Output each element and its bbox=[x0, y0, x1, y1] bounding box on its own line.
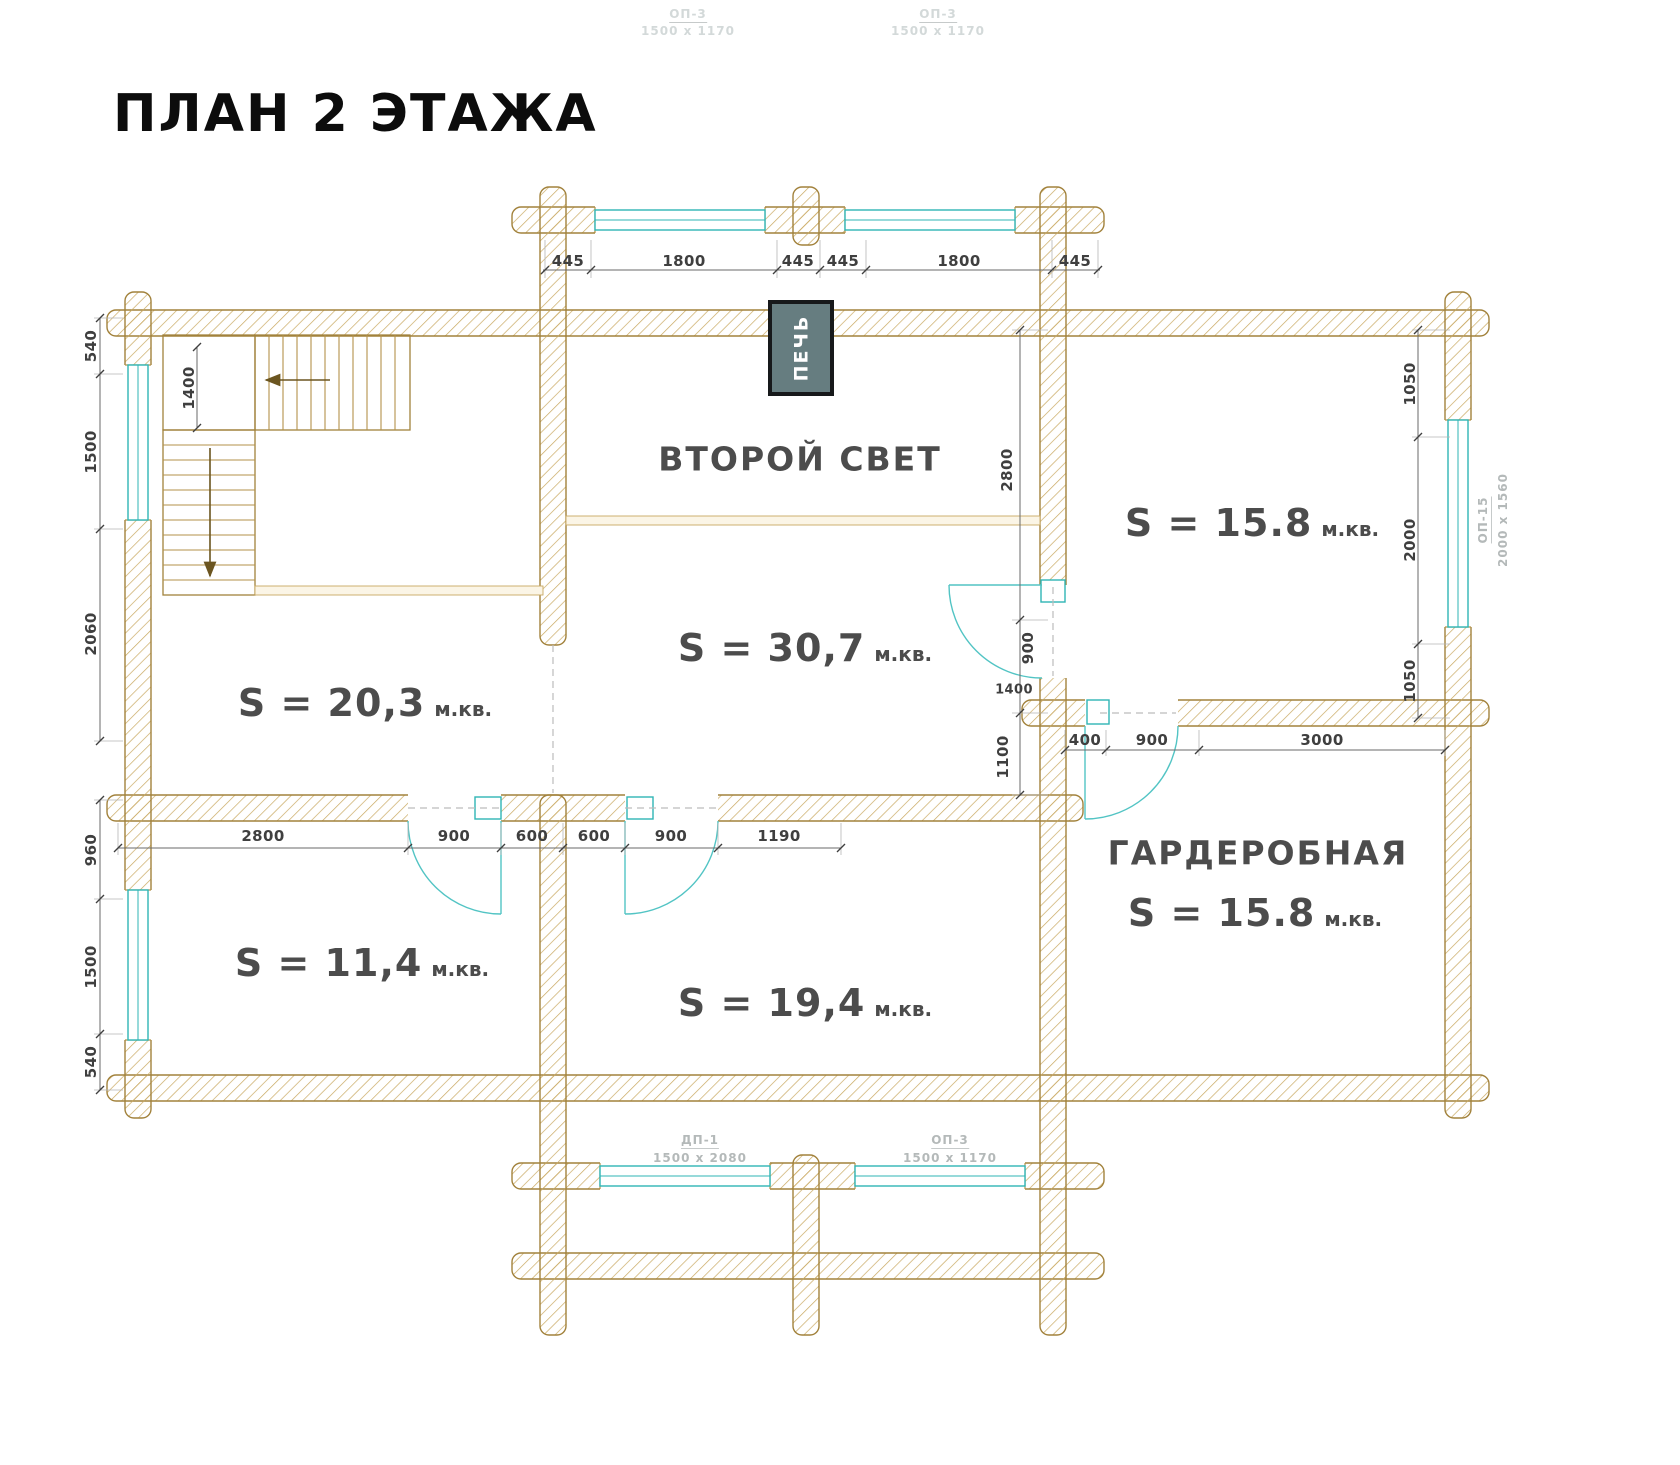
area-label-bottom-left-room: S = 11,4 м.кв. bbox=[235, 941, 489, 985]
floor-edges-group bbox=[254, 515, 1041, 596]
dim-label: 540 bbox=[82, 1045, 100, 1079]
area-value: S = 30,7 bbox=[677, 626, 866, 670]
window-tag-name: ОП-3 bbox=[919, 7, 957, 23]
dim-label: 900 bbox=[1019, 631, 1037, 665]
dim-label: 445 bbox=[781, 252, 815, 270]
dim-label: 445 bbox=[551, 252, 585, 270]
dim-label: 900 bbox=[437, 827, 471, 845]
dim-label: 1400 bbox=[995, 682, 1033, 698]
wall-segment bbox=[106, 794, 1084, 822]
dim-label: 900 bbox=[654, 827, 688, 845]
wall-segment bbox=[792, 186, 820, 246]
area-value: S = 15.8 bbox=[1124, 501, 1313, 545]
dim-label: 1050 bbox=[1401, 659, 1419, 703]
area-label-second-light: S = 30,7 м.кв. bbox=[678, 626, 932, 670]
window-tag-size: 2000 х 1560 bbox=[1496, 473, 1510, 567]
area-value: S = 19,4 bbox=[677, 981, 866, 1025]
window-tag-name: ОП-3 bbox=[931, 1133, 969, 1149]
dim-label: 2000 bbox=[1401, 518, 1419, 562]
stairs-group bbox=[162, 334, 411, 596]
area-label-top-right-room: S = 15.8 м.кв. bbox=[1125, 501, 1379, 545]
window-tag-size: 1500 х 1170 bbox=[641, 24, 735, 38]
door-panel bbox=[1086, 699, 1110, 725]
door-arc bbox=[1084, 725, 1179, 820]
window-tag-name: ОП-3 bbox=[669, 7, 707, 23]
page-title: ПЛАН 2 ЭТАЖА bbox=[113, 84, 598, 144]
window-tag-size: 1500 х 2080 bbox=[653, 1151, 747, 1165]
wall-segment bbox=[539, 794, 567, 1336]
door-arc bbox=[948, 584, 1043, 679]
dim-label: 445 bbox=[826, 252, 860, 270]
area-unit: м.кв. bbox=[1321, 517, 1380, 541]
dim-label: 1800 bbox=[937, 252, 981, 270]
area-label-left-room: S = 20,3 м.кв. bbox=[238, 681, 492, 725]
dashed-lines-group bbox=[408, 587, 1176, 809]
doors-group bbox=[407, 579, 1179, 915]
area-unit: м.кв. bbox=[431, 957, 490, 981]
area-unit: м.кв. bbox=[1324, 907, 1383, 931]
dim-label: 1400 bbox=[180, 366, 198, 410]
door-arc bbox=[407, 820, 502, 915]
dim-label: 445 bbox=[1058, 252, 1092, 270]
window-tag-size: 1500 х 1170 bbox=[891, 24, 985, 38]
wall-segment bbox=[106, 1074, 1490, 1102]
area-unit: м.кв. bbox=[874, 997, 933, 1021]
dim-label: 1500 bbox=[82, 945, 100, 989]
dim-label: 2800 bbox=[998, 448, 1016, 492]
wall-segment bbox=[1039, 186, 1067, 1336]
window-tag-name: ДП-1 bbox=[680, 1133, 720, 1149]
window-tag-size: 1500 х 1170 bbox=[903, 1151, 997, 1165]
dim-label: 960 bbox=[82, 833, 100, 867]
door-arc bbox=[624, 820, 719, 915]
area-label-bottom-center-room: S = 19,4 м.кв. bbox=[678, 981, 932, 1025]
dim-label: 600 bbox=[515, 827, 549, 845]
dim-label: 1100 bbox=[994, 735, 1012, 779]
room-label-second-light: ВТОРОЙ СВЕТ bbox=[658, 439, 942, 479]
area-value: S = 20,3 bbox=[237, 681, 426, 725]
window-tag-name: ОП-15 bbox=[1476, 496, 1492, 544]
dim-label: 540 bbox=[82, 329, 100, 363]
dim-label: 900 bbox=[1135, 731, 1169, 749]
dim-label: 400 bbox=[1068, 731, 1102, 749]
area-label-wardrobe: S = 15.8 м.кв. bbox=[1128, 891, 1382, 935]
dim-label: 2060 bbox=[82, 612, 100, 656]
dim-label: 1050 bbox=[1401, 362, 1419, 406]
area-value: S = 11,4 bbox=[234, 941, 423, 985]
dim-label: 3000 bbox=[1300, 731, 1344, 749]
windows-group bbox=[127, 209, 1469, 1187]
dim-label: 2800 bbox=[241, 827, 285, 845]
room-label-wardrobe: ГАРДЕРОБНАЯ bbox=[1107, 833, 1409, 873]
dim-label: 1500 bbox=[82, 430, 100, 474]
dimension-lines-group bbox=[94, 240, 1450, 1095]
dim-label: 600 bbox=[577, 827, 611, 845]
area-unit: м.кв. bbox=[434, 697, 493, 721]
area-unit: м.кв. bbox=[874, 642, 933, 666]
stove: ПЕЧЬ bbox=[768, 300, 834, 396]
area-value: S = 15.8 bbox=[1127, 891, 1316, 935]
wall-segment bbox=[792, 1154, 820, 1336]
stove-label: ПЕЧЬ bbox=[790, 314, 812, 382]
dim-label: 1190 bbox=[757, 827, 801, 845]
dim-label: 1800 bbox=[662, 252, 706, 270]
wall-segment bbox=[1444, 291, 1472, 1119]
